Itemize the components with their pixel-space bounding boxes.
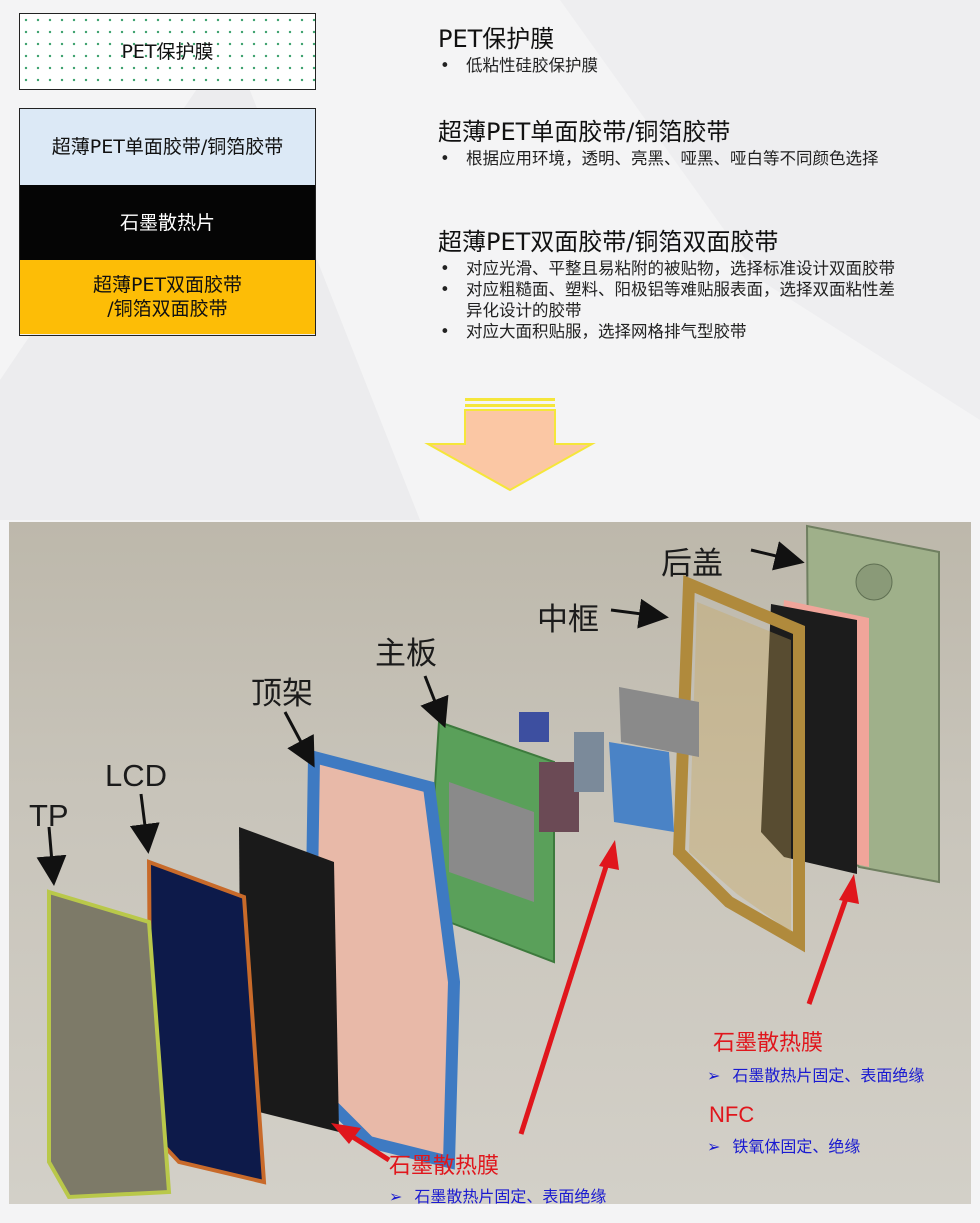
bullet-arrow-icon: ➢ [707, 1066, 721, 1085]
tp-part [47, 889, 172, 1200]
layer-pet-single-tape: 超薄PET单面胶带/铜箔胶带 [20, 109, 315, 185]
desc-pet-film-title: PET保护膜 [438, 25, 555, 53]
label-mainboard: 主板 [375, 636, 437, 672]
callout-nfc-title: NFC [709, 1102, 755, 1127]
graphite-sheet-left [239, 827, 339, 1132]
layer-graphite-sheet: 石墨散热片 [20, 185, 315, 260]
desc-pet-film: PET保护膜 低粘性硅胶保护膜 [438, 25, 908, 76]
callout-nfc-note: ➢铁氧体固定、绝缘 [707, 1137, 861, 1156]
desc-bullet: 根据应用环境，透明、亮黑、哑黑、哑白等不同颜色选择 [438, 148, 896, 169]
desc-bullet: 低粘性硅胶保护膜 [438, 55, 908, 76]
layer-pet-double-tape: 超薄PET双面胶带 /铜箔双面胶带 [20, 260, 315, 334]
label-tp: TP [29, 798, 69, 833]
label-back-cover: 后盖 [661, 546, 723, 582]
desc-pet-film-list: 低粘性硅胶保护膜 [438, 55, 908, 76]
desc-bullet: 对应光滑、平整且易粘附的被贴物，选择标准设计双面胶带 [438, 258, 896, 279]
layer-pet-film-label: PET保护膜 [121, 40, 214, 63]
down-arrow-icon [424, 398, 596, 492]
callout-graphite-bottom-note: ➢石墨散热片固定、表面绝缘 [389, 1187, 607, 1204]
middle-frame-part [672, 575, 805, 953]
label-top-frame: 顶架 [251, 676, 313, 712]
desc-bullet: 对应粗糙面、塑料、阳极铝等难贴服表面，选择双面粘性差异化设计的胶带 [438, 279, 896, 321]
layer-pet-film: PET保护膜 [19, 13, 316, 90]
layer-graphite-sheet-label: 石墨散热片 [119, 211, 215, 234]
layer-tape-group: 超薄PET单面胶带/铜箔胶带 石墨散热片 超薄PET双面胶带 /铜箔双面胶带 [19, 108, 316, 336]
desc-double-tape-title: 超薄PET双面胶带/铜箔双面胶带 [438, 228, 779, 256]
bullet-arrow-icon: ➢ [707, 1137, 721, 1156]
callout-graphite-right-title: 石墨散热膜 [713, 1031, 824, 1056]
callout-graphite-bottom-title: 石墨散热膜 [389, 1154, 500, 1179]
bullet-arrow-icon: ➢ [389, 1187, 403, 1204]
desc-double-tape: 超薄PET双面胶带/铜箔双面胶带 对应光滑、平整且易粘附的被贴物，选择标准设计双… [438, 228, 908, 342]
label-mid-frame: 中框 [537, 602, 599, 638]
layer-pet-single-tape-label: 超薄PET单面胶带/铜箔胶带 [51, 136, 284, 158]
desc-double-tape-list: 对应光滑、平整且易粘附的被贴物，选择标准设计双面胶带 对应粗糙面、塑料、阳极铝等… [438, 258, 908, 342]
exploded-parts [36, 524, 940, 1200]
desc-pet-tape: 超薄PET单面胶带/铜箔胶带 根据应用环境，透明、亮黑、哑黑、哑白等不同颜色选择 [438, 118, 908, 169]
label-lcd: LCD [105, 758, 168, 793]
desc-pet-tape-title: 超薄PET单面胶带/铜箔胶带 [438, 118, 731, 146]
exploded-phone-diagram: TP LCD 顶架 主板 中框 后盖 石墨散热膜 ➢石墨散热片固定、表面绝缘 N… [9, 522, 971, 1204]
desc-bullet: 对应大面积贴服，选择网格排气型胶带 [438, 321, 896, 342]
callout-graphite-right-note: ➢石墨散热片固定、表面绝缘 [707, 1066, 925, 1085]
layer-pet-double-tape-label: 超薄PET双面胶带 /铜箔双面胶带 [92, 274, 243, 320]
desc-pet-tape-list: 根据应用环境，透明、亮黑、哑黑、哑白等不同颜色选择 [438, 148, 908, 169]
